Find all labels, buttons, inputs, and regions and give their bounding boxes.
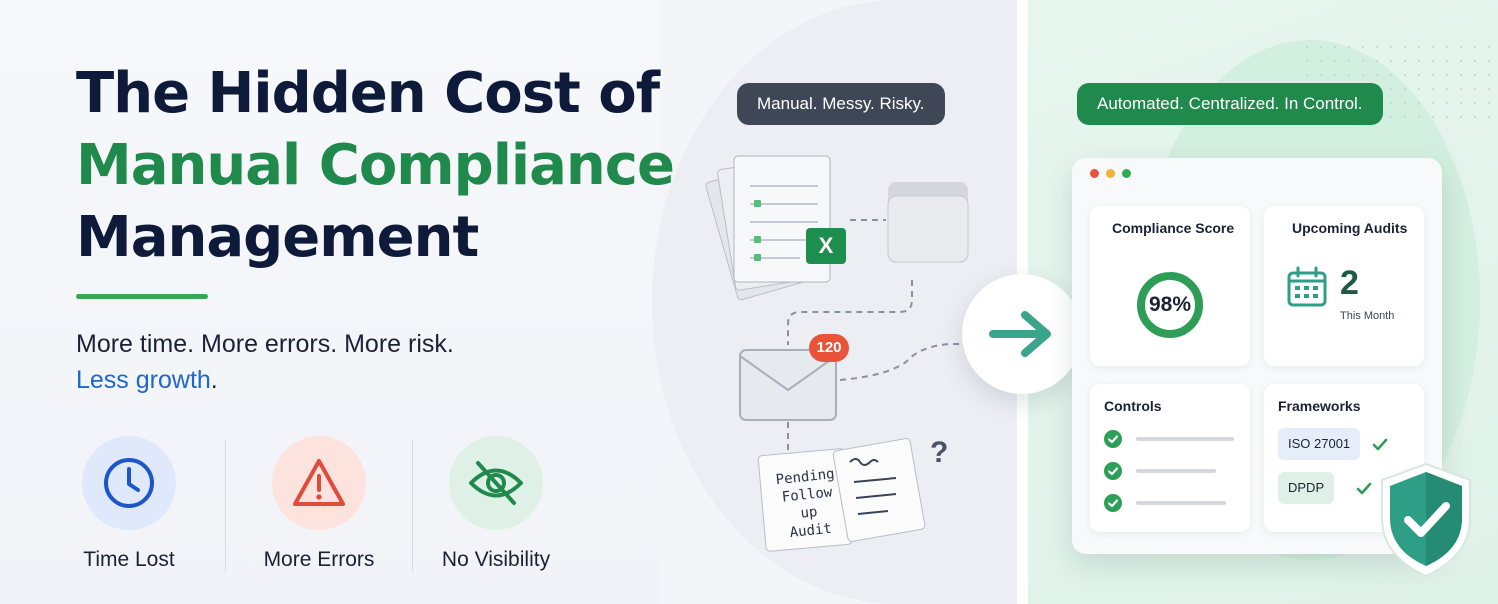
score-ring-svg bbox=[1137, 272, 1203, 338]
eye-off-icon bbox=[469, 461, 523, 505]
frameworks-title: Frameworks bbox=[1278, 398, 1361, 414]
headline-line-3: Management bbox=[76, 205, 479, 270]
clock-icon-circle bbox=[82, 436, 176, 530]
control-item bbox=[1104, 430, 1234, 448]
transition-arrow bbox=[962, 274, 1082, 394]
framework-badge: DPDP bbox=[1278, 472, 1335, 504]
upcoming-audits-period: This Month bbox=[1340, 310, 1395, 322]
score-arc bbox=[1137, 272, 1203, 338]
compliance-score-value: 98% bbox=[1148, 293, 1192, 316]
headline: The Hidden Cost of Manual Compliance Man… bbox=[76, 58, 675, 274]
stat-label: Time Lost bbox=[83, 548, 175, 571]
warning-icon bbox=[293, 459, 345, 506]
check-circle-icon bbox=[1104, 462, 1122, 480]
excel-icon bbox=[806, 228, 846, 264]
compliance-score-card: Compliance Score 98% bbox=[1090, 206, 1250, 366]
tagline-line-2: Less growth. bbox=[76, 362, 454, 398]
tagline-highlight: Less growth bbox=[76, 366, 211, 394]
check-icon bbox=[1356, 482, 1372, 495]
stat-time-lost: Time Lost bbox=[54, 436, 204, 572]
folder-icon bbox=[887, 182, 969, 263]
control-item bbox=[1104, 494, 1226, 512]
check-circle-icon bbox=[1104, 430, 1122, 448]
before-pill: Manual. Messy. Risky. bbox=[737, 83, 945, 125]
warning-icon-circle bbox=[272, 436, 366, 530]
eye-off-icon-circle bbox=[449, 436, 543, 530]
after-pill: Automated. Centralized. In Control. bbox=[1077, 83, 1383, 125]
excel-letter: X bbox=[819, 233, 834, 258]
stat-no-visibility: No Visibility bbox=[421, 436, 571, 572]
upcoming-audits-count: 2 bbox=[1340, 264, 1359, 302]
sticky-note-text: Pending Follow up Audit bbox=[764, 464, 851, 544]
control-placeholder-line bbox=[1136, 437, 1234, 441]
window-dot-green bbox=[1122, 169, 1131, 178]
upcoming-audits-title: Upcoming Audits bbox=[1292, 220, 1408, 236]
accent-divider bbox=[76, 294, 208, 299]
headline-line-1: The Hidden Cost of bbox=[76, 61, 660, 126]
control-item bbox=[1104, 462, 1216, 480]
check-circle-icon bbox=[1104, 494, 1122, 512]
envelope-icon bbox=[739, 349, 837, 421]
shield-check-icon bbox=[1381, 462, 1471, 578]
connector-line bbox=[839, 343, 962, 381]
controls-title: Controls bbox=[1104, 398, 1162, 414]
compliance-score-ring: 98% bbox=[1135, 270, 1205, 340]
dashboard-window: Compliance Score 98% Upcoming Audits 2 T… bbox=[1072, 158, 1442, 554]
window-controls bbox=[1090, 169, 1131, 178]
calendar-icon bbox=[1287, 266, 1327, 307]
controls-card: Controls bbox=[1090, 384, 1250, 532]
headline-line-2: Manual Compliance bbox=[76, 133, 675, 198]
arrow-right-icon bbox=[989, 311, 1051, 357]
compliance-score-title: Compliance Score bbox=[1112, 220, 1235, 236]
stat-label: No Visibility bbox=[441, 548, 551, 571]
window-dot-red bbox=[1090, 169, 1099, 178]
sticky-notes-icon bbox=[757, 438, 926, 552]
stat-label: More Errors bbox=[263, 548, 375, 571]
spreadsheet-stack-icon bbox=[705, 155, 846, 301]
tagline: More time. More errors. More risk. Less … bbox=[76, 326, 454, 398]
tagline-line-1: More time. More errors. More risk. bbox=[76, 330, 454, 358]
framework-badge: ISO 27001 bbox=[1278, 428, 1361, 460]
email-count-badge: 120 bbox=[809, 334, 849, 362]
clock-icon bbox=[104, 458, 154, 508]
question-mark: ? bbox=[930, 436, 948, 469]
window-dot-yellow bbox=[1106, 169, 1115, 178]
stat-more-errors: More Errors bbox=[244, 436, 394, 572]
stat-divider bbox=[225, 440, 226, 572]
stat-divider bbox=[412, 440, 413, 572]
manual-process-illustration: X ? bbox=[705, 155, 969, 552]
upcoming-audits-card: Upcoming Audits 2 This Month bbox=[1264, 206, 1424, 366]
connector-line bbox=[787, 280, 913, 345]
control-placeholder-line bbox=[1136, 501, 1226, 505]
tagline-period: . bbox=[210, 366, 218, 394]
control-placeholder-line bbox=[1136, 469, 1216, 473]
check-icon bbox=[1372, 438, 1388, 451]
